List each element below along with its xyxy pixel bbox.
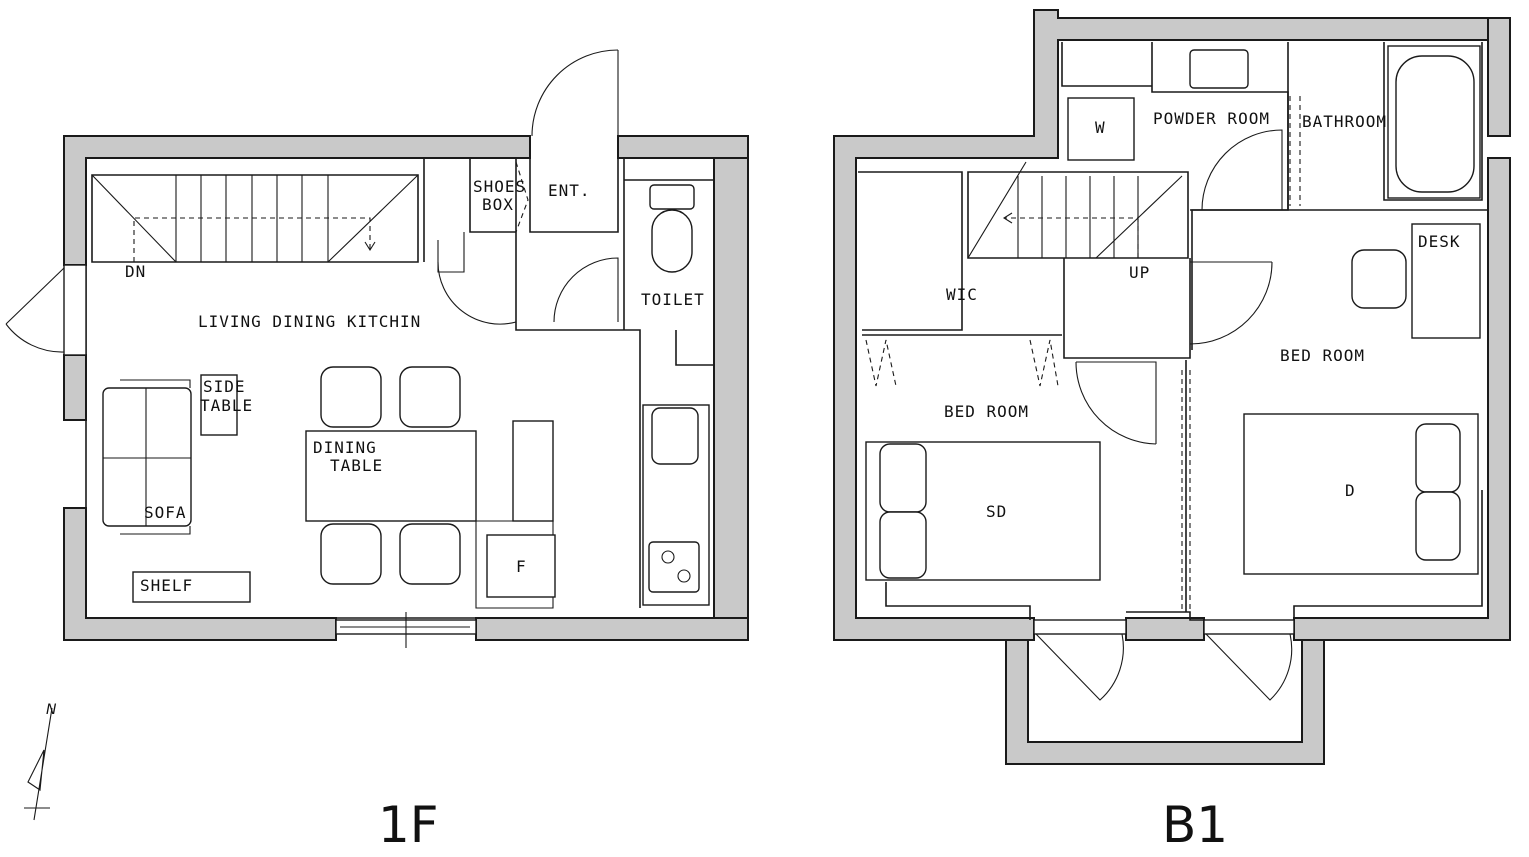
b1-wall-right-upper: [1487, 17, 1511, 137]
b1-balcony-door-left[interactable]: [1033, 619, 1127, 701]
1f-sofa: [102, 387, 192, 527]
1f-chair-2: [399, 366, 461, 428]
1f-wall-top-right: [617, 135, 749, 159]
1f-chair-1: [320, 366, 382, 428]
b1-stairs: [967, 161, 1183, 259]
powder-room-label: POWDER ROOM: [1153, 109, 1270, 128]
north-label: N: [46, 702, 57, 718]
1f-counter: [512, 420, 554, 522]
1f-toilet-fixture: [649, 184, 695, 273]
washer-label: W: [1095, 118, 1106, 137]
stair-up-label: UP: [1129, 263, 1150, 282]
b1-wall-right-lower: [1293, 157, 1511, 641]
1f-inner-door[interactable]: [437, 232, 517, 325]
shelf-label: SHELF: [140, 576, 193, 595]
1f-bottom-window: [335, 612, 477, 648]
shoes-box-label-2: BOX: [482, 195, 514, 214]
1f-fridge: [486, 534, 556, 598]
north-arrow-icon: N: [24, 702, 57, 821]
fridge-label: F: [516, 557, 527, 576]
1f-shelf: [132, 571, 251, 603]
1f-wall-top-left: [63, 135, 531, 266]
b1-basin: [1189, 49, 1249, 89]
entrance-label: ENT.: [548, 181, 591, 200]
1f-wall-left-lower: [63, 354, 87, 421]
toilet-label: TOILET: [641, 290, 705, 309]
floor-1f: LIVING DINING KITCHIN SHOES BOX ENT. TOI…: [5, 49, 749, 854]
b1-desk-chair: [1351, 249, 1407, 309]
1f-chair-3: [320, 523, 382, 585]
1f-dining-table: [305, 430, 477, 522]
floor-b1-title: B1: [1162, 796, 1228, 854]
1f-side-table: [200, 374, 238, 436]
shoes-box-label-1: SHOES: [473, 177, 526, 196]
b1-washer: [1067, 97, 1135, 161]
b1-powder-door[interactable]: [1201, 129, 1283, 211]
1f-toilet-door[interactable]: [553, 257, 619, 323]
bed-room-right-label: BED ROOM: [1280, 346, 1365, 365]
desk-label: DESK: [1418, 232, 1461, 251]
1f-entrance-door[interactable]: [531, 49, 619, 137]
1f-chair-4: [399, 523, 461, 585]
sofa-label: SOFA: [144, 503, 187, 522]
bed-sd-label: SD: [986, 502, 1007, 521]
bed-d-label: D: [1345, 481, 1356, 500]
bathroom-label: BATHROOM: [1302, 112, 1387, 131]
side-table-label-1: SIDE: [203, 377, 246, 396]
stair-dn-label: DN: [125, 262, 146, 281]
side-table-label-2: TABLE: [200, 396, 253, 415]
b1-balcony-wall: [1005, 639, 1325, 765]
b1-balcony-door-right[interactable]: [1203, 619, 1295, 701]
b1-wall-top: [833, 9, 1511, 641]
1f-wall-right: [713, 157, 749, 641]
floor-1f-title: 1F: [378, 796, 439, 854]
wic-label: WIC: [946, 285, 978, 304]
1f-sink: [651, 407, 699, 465]
1f-partition-stair: [91, 174, 419, 263]
bed-room-left-label: BED ROOM: [944, 402, 1029, 421]
b1-bedroom-left-door[interactable]: [1075, 361, 1157, 445]
b1-bedroom-right-door[interactable]: [1189, 261, 1273, 345]
1f-left-door[interactable]: [5, 264, 87, 356]
floor-b1: POWDER ROOM BATHROOM W WIC UP BED ROOM B…: [833, 9, 1511, 854]
b1-desk: [1411, 223, 1481, 339]
1f-wall-bottom-right: [475, 617, 749, 641]
b1-wall-mid-bottom: [1125, 617, 1205, 641]
1f-stove: [648, 541, 700, 593]
living-label: LIVING DINING KITCHIN: [198, 312, 421, 331]
dining-table-label-2: TABLE: [330, 456, 383, 475]
dining-table-label-1: DINING: [313, 438, 377, 457]
1f-stairs: [91, 174, 419, 263]
